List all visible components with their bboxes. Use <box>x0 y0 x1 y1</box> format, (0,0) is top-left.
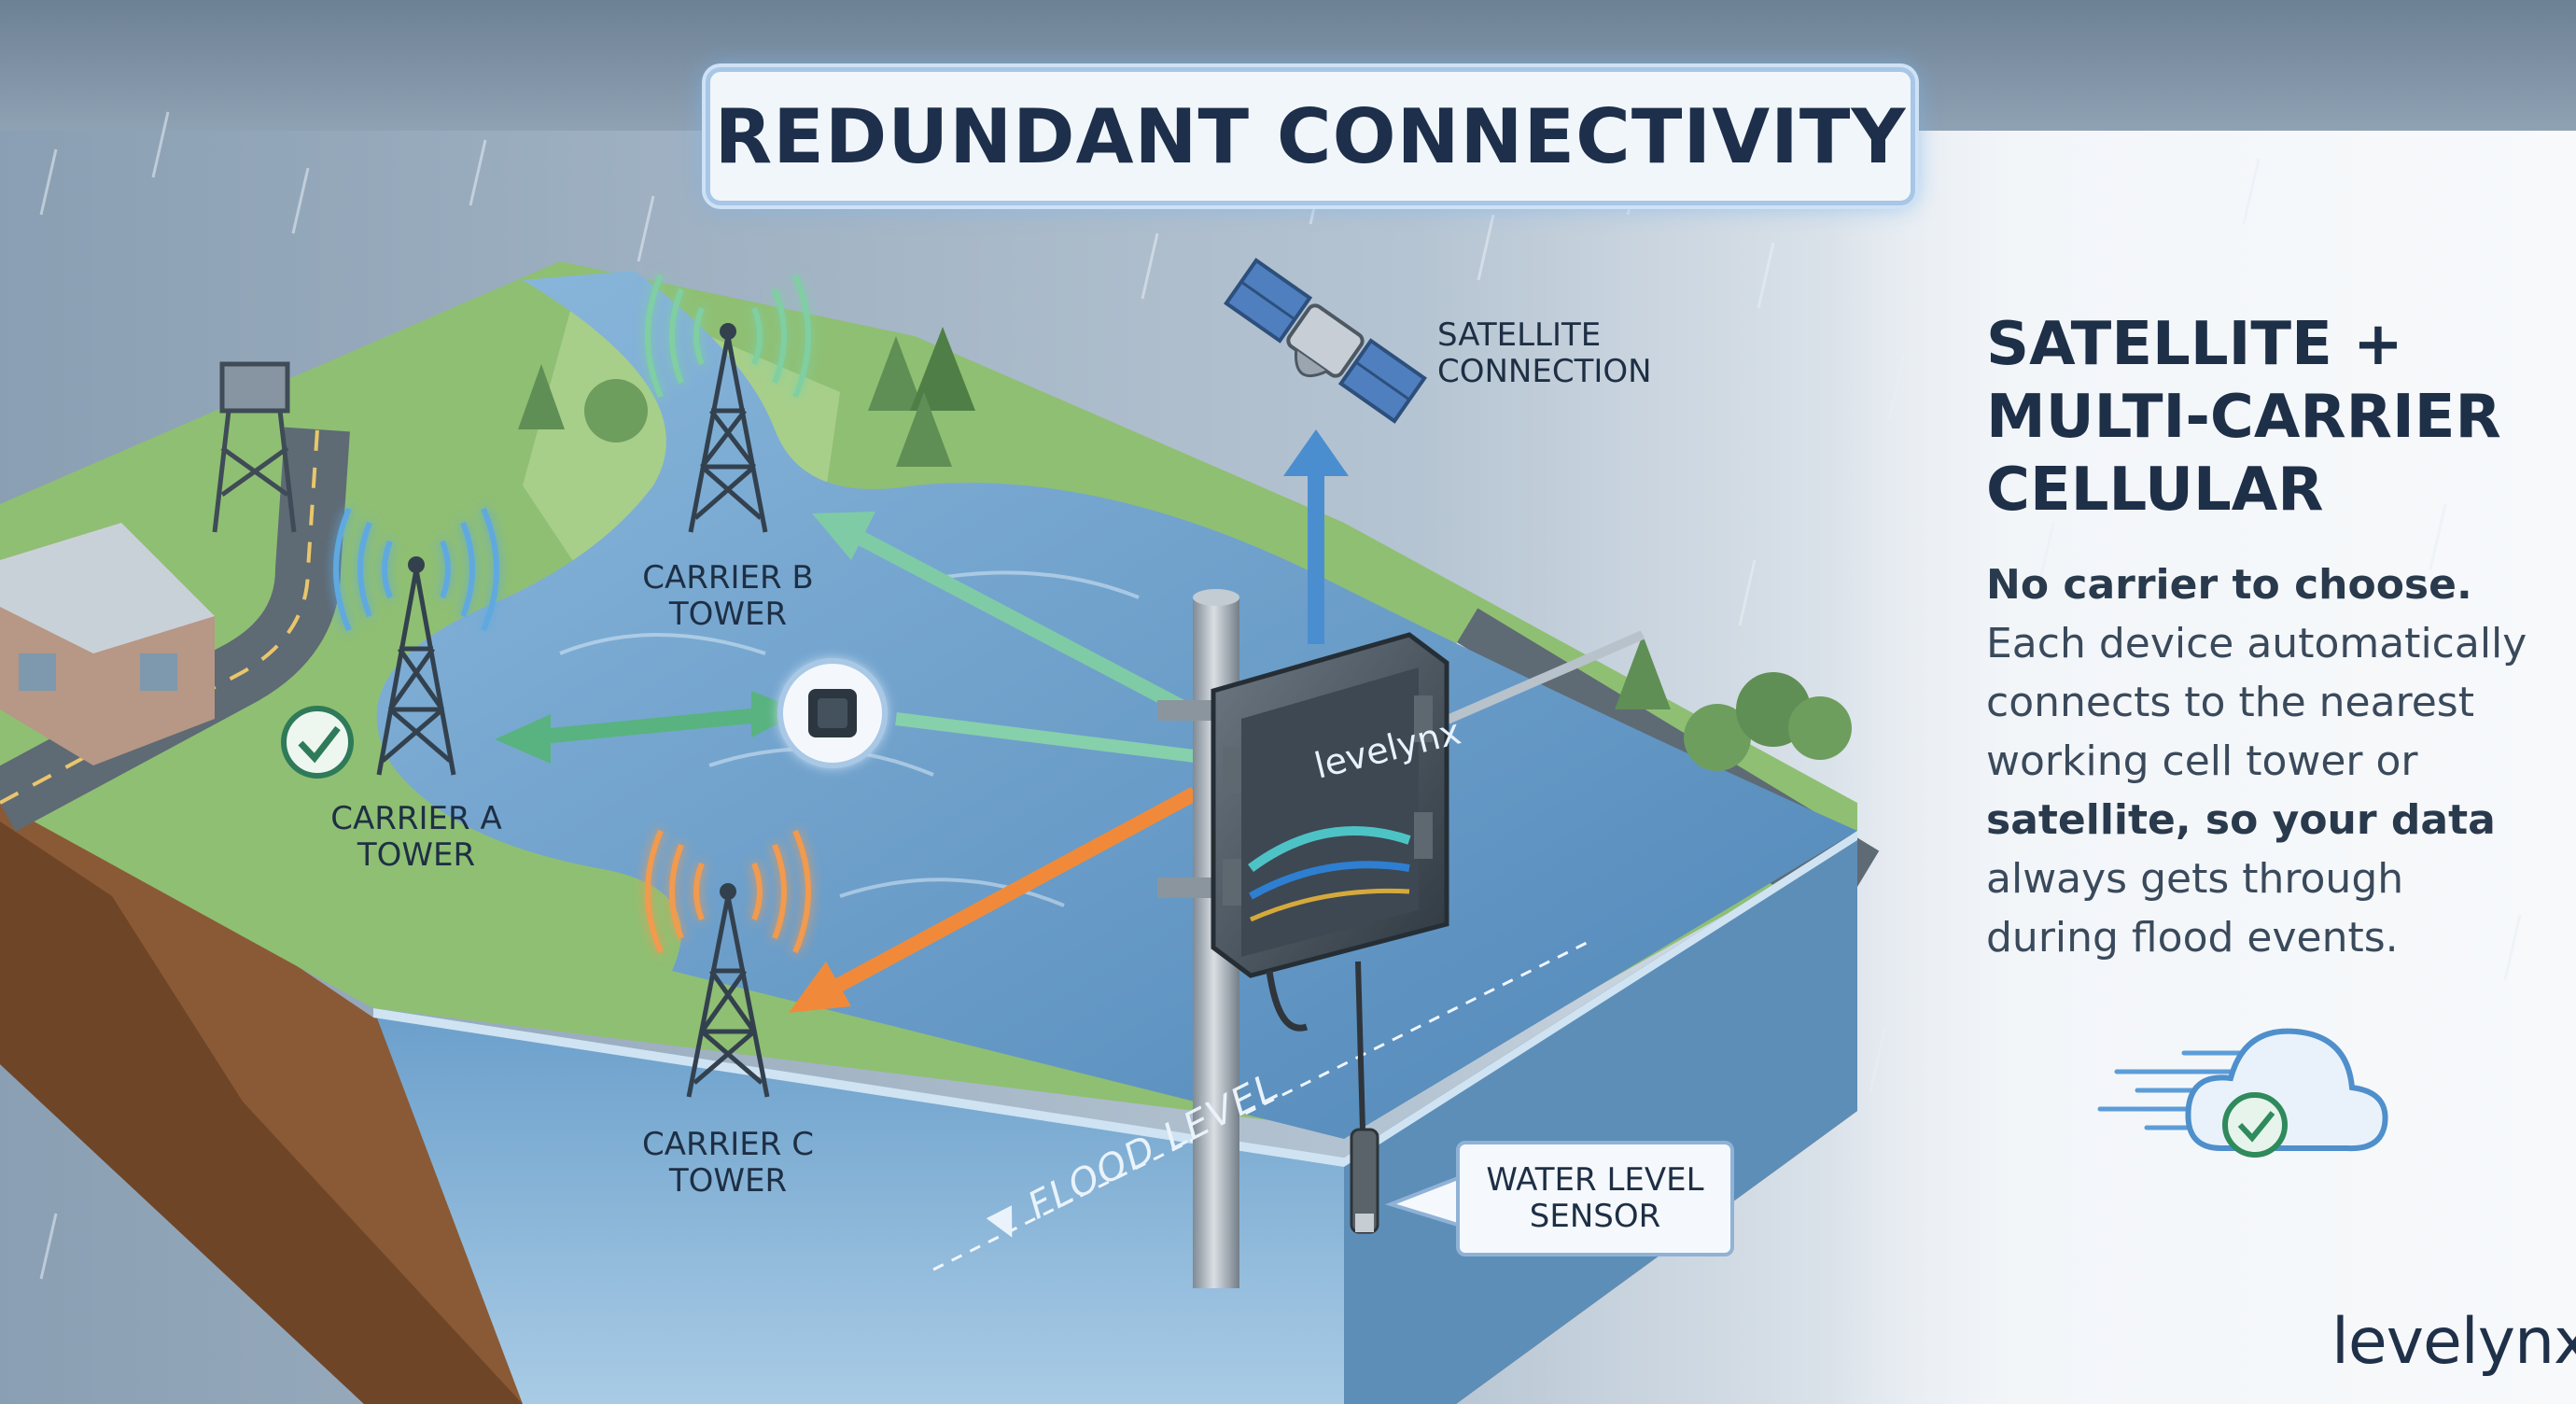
water-tower <box>212 361 297 533</box>
water-level-sensor <box>1350 1128 1379 1234</box>
cell-tower-icon <box>333 274 811 1098</box>
carrier-b-arrow <box>846 525 1208 726</box>
river <box>376 271 1857 1139</box>
cloud-check-icon <box>2097 1028 2388 1158</box>
check-icon <box>281 706 354 779</box>
carrier-b-label: CARRIER B TOWER <box>642 559 814 633</box>
ground-shadow <box>0 821 523 1404</box>
monitoring-device <box>1211 632 1449 1130</box>
carrier-a-label: CARRIER A TOWER <box>330 800 502 874</box>
water-front <box>373 1008 1344 1404</box>
title-banner: REDUNDANT CONNECTIVITY <box>706 67 1915 205</box>
panel-description: No carrier to choose. Each device automa… <box>1986 561 2527 962</box>
brand-logo: levelynx <box>2331 1305 2576 1379</box>
satellite-icon <box>1224 258 1427 424</box>
panel-heading: SATELLITE + MULTI-CARRIER CELLULAR <box>1986 310 2501 525</box>
trees <box>518 327 1852 771</box>
carrier-c-arrow <box>827 786 1198 997</box>
carrier-c-label: CARRIER C TOWER <box>642 1126 814 1200</box>
satellite-label: SATELLITE CONNECTION <box>1437 316 1652 390</box>
page-title: REDUNDANT CONNECTIVITY <box>714 92 1907 180</box>
building <box>0 523 215 765</box>
router-icon <box>777 658 888 768</box>
carrier-a-arrow <box>531 707 771 745</box>
side-panel-background <box>1829 131 2576 1404</box>
water-sensor-callout: WATER LEVEL SENSOR <box>1456 1141 1734 1257</box>
connection-arrows <box>495 429 1349 1013</box>
water-side <box>1344 831 1857 1404</box>
